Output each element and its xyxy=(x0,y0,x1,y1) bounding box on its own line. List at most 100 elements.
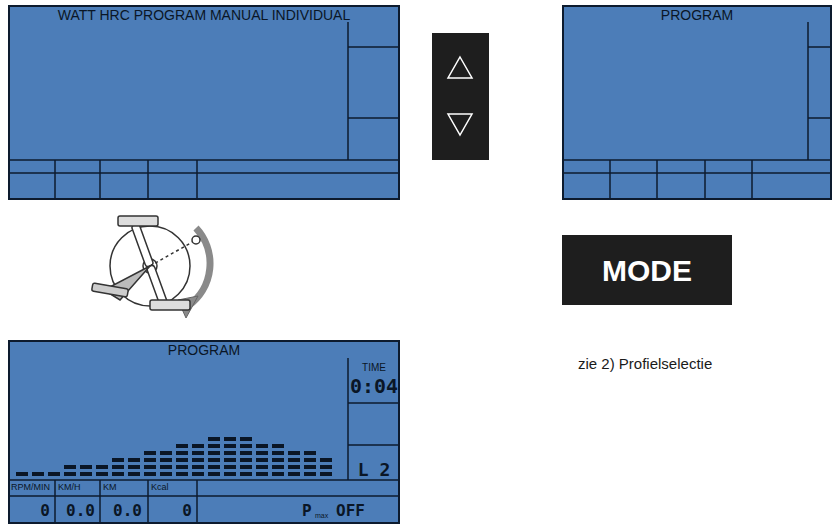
profile-bar xyxy=(256,472,268,476)
lcd-readout: L 2 xyxy=(350,460,398,480)
profile-bar xyxy=(320,465,332,469)
screen-header: PROGRAM xyxy=(564,8,830,23)
profile-bar xyxy=(64,472,76,476)
profile-bar xyxy=(240,437,252,441)
profile-bar xyxy=(208,472,220,476)
up-down-buttons xyxy=(432,33,489,160)
profile-bar xyxy=(208,437,220,441)
lcd-bottom-left xyxy=(8,340,400,524)
profile-bar xyxy=(224,458,236,462)
pedal-crank xyxy=(92,216,210,318)
profile-bar xyxy=(224,437,236,441)
lcd-readout: 0.0 xyxy=(102,502,142,520)
profile-bar xyxy=(304,465,316,469)
profile-bar xyxy=(80,465,92,469)
lcd-readout: 0:04 xyxy=(350,376,398,398)
profile-bar xyxy=(288,458,300,462)
profile-bar xyxy=(208,451,220,455)
profile-bar xyxy=(272,472,284,476)
profile-bar xyxy=(320,458,332,462)
profile-bar xyxy=(304,451,316,455)
profile-bar xyxy=(272,451,284,455)
profile-bar xyxy=(160,458,172,462)
profile-bar xyxy=(112,472,124,476)
profile-bar xyxy=(192,472,204,476)
screen-header: WATT HRC PROGRAM MANUAL INDIVIDUAL xyxy=(10,8,398,23)
screen-header: PROGRAM xyxy=(10,343,398,358)
profile-bar xyxy=(192,451,204,455)
lcd-readout: TIME xyxy=(350,362,398,373)
note-text: zie 2) Profielselectie xyxy=(578,356,828,373)
lcd-screen: PROGRAM xyxy=(562,5,832,200)
profile-bar xyxy=(192,458,204,462)
lcd-readout: max xyxy=(315,512,337,520)
profile-bar xyxy=(160,451,172,455)
profile-bar xyxy=(112,465,124,469)
profile-bar xyxy=(272,465,284,469)
profile-bar xyxy=(176,465,188,469)
profile-bar xyxy=(256,465,268,469)
mode-button: MODE xyxy=(562,235,732,305)
lcd-readout: 0 xyxy=(150,502,192,520)
profile-bar xyxy=(144,465,156,469)
profile-bar xyxy=(208,444,220,448)
profile-bar xyxy=(96,472,108,476)
profile-bar xyxy=(208,458,220,462)
profile-bars xyxy=(16,437,332,476)
profile-bar xyxy=(288,465,300,469)
lcd-readout: KM xyxy=(103,483,147,493)
profile-bar xyxy=(256,458,268,462)
profile-bar xyxy=(224,472,236,476)
lcd-top-right xyxy=(562,5,832,200)
profile-bar xyxy=(224,444,236,448)
profile-bar xyxy=(176,444,188,448)
lcd-readout: OFF xyxy=(336,502,396,520)
profile-bar xyxy=(192,465,204,469)
profile-bar xyxy=(208,465,220,469)
profile-bar xyxy=(304,472,316,476)
mode-button-face xyxy=(562,235,732,305)
profile-bar xyxy=(256,444,268,448)
profile-bar xyxy=(240,458,252,462)
profile-bar xyxy=(304,458,316,462)
profile-bar xyxy=(160,472,172,476)
profile-bar xyxy=(320,472,332,476)
profile-bar xyxy=(288,451,300,455)
lcd-screen: PROGRAM xyxy=(8,340,400,524)
profile-bar xyxy=(272,444,284,448)
profile-bar xyxy=(128,465,140,469)
button-label: MODE xyxy=(562,254,732,287)
lcd-readout: P xyxy=(302,502,316,520)
profile-bar xyxy=(288,472,300,476)
profile-bar xyxy=(224,451,236,455)
profile-bar xyxy=(240,472,252,476)
profile-bar xyxy=(272,458,284,462)
profile-bar xyxy=(144,458,156,462)
profile-bar xyxy=(144,472,156,476)
profile-bar xyxy=(32,472,44,476)
profile-bar xyxy=(256,451,268,455)
profile-bar xyxy=(144,451,156,455)
profile-bar xyxy=(48,472,60,476)
lcd-readout: 0.0 xyxy=(57,502,95,520)
lcd-readout: RPM/MIN xyxy=(11,483,54,493)
profile-bar xyxy=(128,458,140,462)
profile-bar xyxy=(240,444,252,448)
profile-bar xyxy=(224,465,236,469)
profile-bar xyxy=(240,451,252,455)
profile-bar xyxy=(176,458,188,462)
profile-bar xyxy=(112,458,124,462)
lcd-top-left xyxy=(8,5,400,200)
profile-bar xyxy=(96,465,108,469)
profile-bar xyxy=(176,472,188,476)
lcd-screen: WATT HRC PROGRAM MANUAL INDIVIDUAL xyxy=(8,5,400,200)
lcd-readout: Kcal xyxy=(151,483,196,493)
profile-bar xyxy=(16,472,28,476)
profile-bar xyxy=(80,472,92,476)
profile-bar xyxy=(192,444,204,448)
profile-bar xyxy=(128,472,140,476)
profile-bar xyxy=(160,465,172,469)
profile-bar xyxy=(176,451,188,455)
